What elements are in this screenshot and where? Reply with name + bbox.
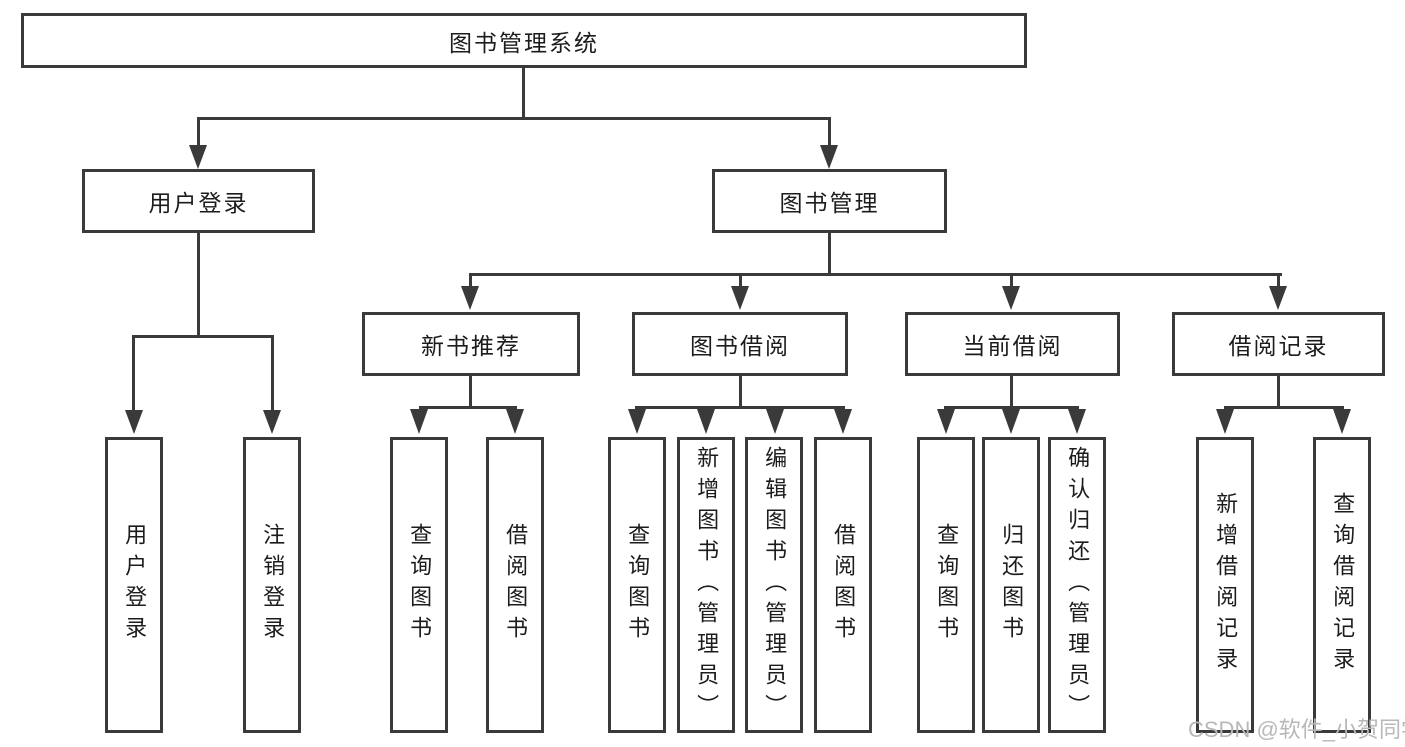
connector-line — [469, 376, 472, 409]
node-root-label: 图书管理系统 — [449, 29, 599, 56]
arrowhead-icon — [410, 409, 428, 434]
connector-line — [635, 406, 845, 409]
node-new-book-recommend: 新书推荐 — [362, 312, 580, 376]
arrowhead-icon — [937, 409, 955, 434]
connector-line — [271, 338, 274, 412]
arrowhead-icon — [461, 286, 479, 310]
node-label: 当前借阅 — [962, 333, 1063, 359]
node-user-login-branch: 用户登录 — [82, 169, 315, 233]
leaf-label: 确认归还（管理员） — [1065, 445, 1091, 725]
leaf-label: 新增借阅记录 — [1213, 492, 1239, 678]
connector-line — [197, 120, 200, 147]
connector-line — [828, 120, 831, 147]
connector-line — [1277, 276, 1280, 287]
leaf-label: 用户登录 — [122, 523, 148, 647]
arrowhead-icon — [697, 409, 715, 434]
node-book-management: 图书管理 — [712, 169, 947, 233]
leaf-borrow-books-recommend: 借阅图书 — [486, 437, 544, 733]
connector-line — [132, 338, 135, 412]
leaf-edit-book-admin: 编辑图书（管理员） — [745, 437, 803, 733]
arrowhead-icon — [1269, 286, 1287, 310]
arrowhead-icon — [628, 409, 646, 434]
arrowhead-icon — [1068, 409, 1086, 434]
arrowhead-icon — [506, 409, 524, 434]
leaf-label: 新增图书（管理员） — [694, 445, 720, 725]
node-label: 借阅记录 — [1228, 333, 1329, 359]
connector-line — [522, 68, 525, 120]
leaf-query-borrow-record: 查询借阅记录 — [1313, 437, 1371, 733]
leaf-label: 查询图书 — [625, 523, 651, 647]
leaf-label: 注销登录 — [260, 523, 286, 647]
leaf-label: 借阅图书 — [831, 523, 857, 647]
connector-line — [739, 376, 742, 409]
node-label: 图书管理 — [779, 190, 880, 216]
connector-line — [1224, 406, 1344, 409]
connector-line — [197, 117, 831, 120]
leaf-confirm-return-admin: 确认归还（管理员） — [1048, 437, 1106, 733]
watermark-text: CSDN @软件_小贺同学 — [1188, 717, 1405, 742]
arrowhead-icon — [1002, 286, 1020, 310]
connector-line — [419, 406, 517, 409]
node-label: 新书推荐 — [421, 333, 521, 359]
leaf-label: 查询图书 — [407, 523, 433, 647]
connector-line — [469, 276, 472, 287]
arrowhead-icon — [263, 410, 281, 434]
connector-line — [469, 273, 1282, 276]
connector-line — [132, 335, 274, 338]
leaf-query-books-borrow: 查询图书 — [608, 437, 666, 733]
leaf-label: 归还图书 — [999, 523, 1025, 647]
node-label: 用户登录 — [148, 190, 249, 216]
arrowhead-icon — [1333, 409, 1351, 434]
connector-line — [1010, 376, 1013, 409]
leaf-user-login: 用户登录 — [105, 437, 163, 733]
leaf-query-books-current: 查询图书 — [917, 437, 975, 733]
connector-line — [1010, 276, 1013, 287]
leaf-add-borrow-record: 新增借阅记录 — [1196, 437, 1254, 733]
leaf-logout-login: 注销登录 — [243, 437, 301, 733]
leaf-borrow-books: 借阅图书 — [814, 437, 872, 733]
node-book-borrow: 图书借阅 — [632, 312, 848, 376]
leaf-label: 借阅图书 — [503, 523, 529, 647]
arrowhead-icon — [731, 286, 749, 310]
connector-line — [828, 233, 831, 275]
leaf-label: 查询图书 — [934, 523, 960, 647]
connector-line — [739, 276, 742, 287]
leaf-label: 编辑图书（管理员） — [762, 445, 788, 725]
connector-line — [1277, 376, 1280, 409]
leaf-return-books: 归还图书 — [982, 437, 1040, 733]
node-borrow-records: 借阅记录 — [1172, 312, 1385, 376]
node-root: 图书管理系统 — [21, 13, 1027, 68]
arrowhead-icon — [1216, 409, 1234, 434]
leaf-add-book-admin: 新增图书（管理员） — [677, 437, 735, 733]
arrowhead-icon — [1002, 409, 1020, 434]
arrowhead-icon — [766, 409, 784, 434]
leaf-query-books-recommend: 查询图书 — [390, 437, 448, 733]
arrowhead-icon — [820, 145, 838, 169]
arrowhead-icon — [125, 410, 143, 434]
connector-line — [197, 233, 200, 337]
node-label: 图书借阅 — [690, 333, 790, 359]
leaf-label: 查询借阅记录 — [1330, 492, 1356, 678]
arrowhead-icon — [189, 145, 207, 169]
node-current-borrow: 当前借阅 — [905, 312, 1120, 376]
connector-line — [944, 406, 1079, 409]
arrowhead-icon — [834, 409, 852, 434]
